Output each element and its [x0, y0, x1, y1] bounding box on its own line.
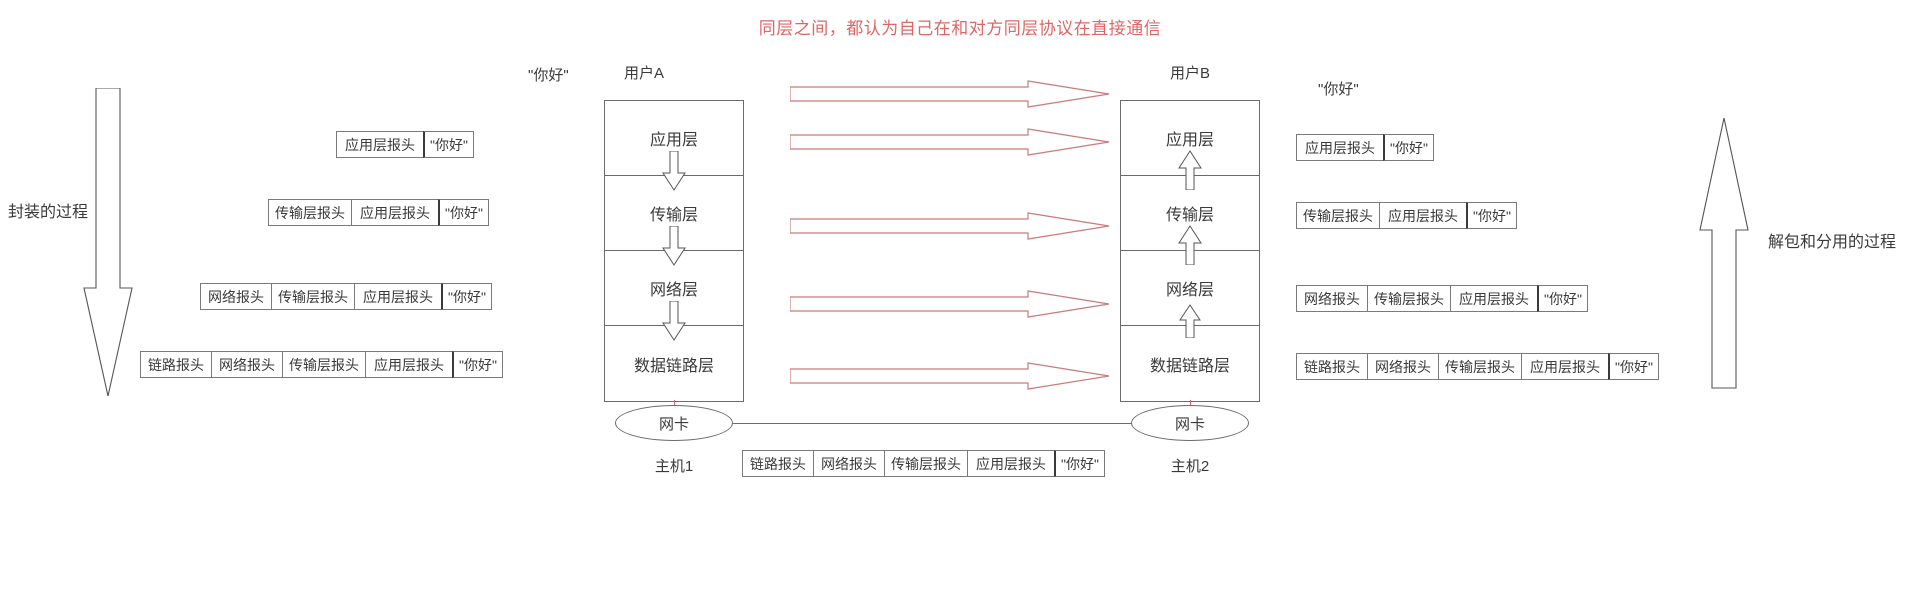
- pdu-cell-transport-header: 传输层报头: [282, 351, 366, 378]
- stack-b-layer-datalink[interactable]: 数据链路层: [1121, 326, 1259, 401]
- pdu-cell-transport-header: 传输层报头: [271, 283, 355, 310]
- layer-label: 应用层: [649, 132, 698, 149]
- pdu-cell-payload: "你好": [452, 351, 503, 378]
- protocol-stack-user-b: 应用层 传输层 网络层 数据链路层: [1120, 100, 1260, 402]
- layer-label: 网络层: [1165, 282, 1214, 299]
- demultiplex-up-arrow: [1694, 117, 1754, 395]
- pdu-cell-transport-header: 传输层报头: [1296, 202, 1380, 229]
- layer-label: 传输层: [1165, 207, 1214, 224]
- pdu-cell-link-header: 链路报头: [140, 351, 212, 378]
- demultiplex-process-label: 解包和分用的过程: [1768, 234, 1897, 251]
- pdu-cell-link-header: 链路报头: [742, 450, 814, 477]
- pdu-cell-app-header: 应用层报头: [1296, 134, 1384, 161]
- protocol-stack-user-a: 应用层 传输层 网络层 数据链路层: [604, 100, 744, 402]
- pdu-cell-transport-header: 传输层报头: [1367, 285, 1451, 312]
- pdu-cell-app-header: 应用层报头: [354, 283, 442, 310]
- peer-arrow-application: [789, 128, 1110, 161]
- pdu-cell-app-header: 应用层报头: [336, 131, 424, 158]
- encapsulation-process-label: 封装的过程: [8, 204, 89, 221]
- pdu-cell-payload: "你好": [1466, 202, 1517, 229]
- stack-b-layer-transport[interactable]: 传输层: [1121, 176, 1259, 266]
- stack-b-layer-application[interactable]: 应用层: [1121, 101, 1259, 191]
- pdu-row-wire-frame: 链路报头 网络报头 传输层报头 应用层报头 "你好": [742, 450, 1105, 477]
- pdu-cell-payload: "你好": [1537, 285, 1588, 312]
- layer-label: 数据链路层: [1149, 357, 1230, 375]
- pdu-row-network-left: 网络报头 传输层报头 应用层报头 "你好": [200, 283, 492, 310]
- down-arrow-icon: [662, 150, 686, 196]
- pdu-row-application-left: 应用层报头 "你好": [336, 131, 474, 158]
- layer-label: 网络层: [649, 282, 698, 299]
- stack-a-layer-datalink[interactable]: 数据链路层: [605, 326, 743, 401]
- stack-b-layer-network[interactable]: 网络层: [1121, 251, 1259, 339]
- stack-a-layer-network[interactable]: 网络层: [605, 251, 743, 341]
- stack-a-layer-transport[interactable]: 传输层: [605, 176, 743, 266]
- peer-arrow-network: [789, 290, 1110, 323]
- pdu-cell-payload: "你好": [1054, 450, 1105, 477]
- up-arrow-icon: [1178, 150, 1202, 195]
- pdu-row-datalink-left: 链路报头 网络报头 传输层报头 应用层报头 "你好": [140, 351, 503, 378]
- host1-label: 主机1: [654, 458, 694, 475]
- pdu-cell-link-header: 链路报头: [1296, 353, 1368, 380]
- up-arrow-icon: [1179, 304, 1201, 343]
- down-arrow-icon: [662, 300, 686, 346]
- pdu-cell-transport-header: 传输层报头: [884, 450, 968, 477]
- stack-a-layer-application[interactable]: 应用层: [605, 101, 743, 191]
- peer-arrow-user-level: [789, 80, 1110, 113]
- pdu-cell-network-header: 网络报头: [200, 283, 272, 310]
- pdu-row-application-right: 应用层报头 "你好": [1296, 134, 1434, 161]
- down-arrow-icon: [662, 225, 686, 271]
- message-label-left: "你好": [528, 67, 569, 84]
- pdu-cell-network-header: 网络报头: [1367, 353, 1439, 380]
- pdu-cell-app-header: 应用层报头: [967, 450, 1055, 477]
- pdu-cell-app-header: 应用层报头: [1379, 202, 1467, 229]
- nic-host2[interactable]: 网卡: [1131, 405, 1249, 441]
- pdu-cell-transport-header: 传输层报头: [268, 199, 352, 226]
- nic-label: 网卡: [1174, 415, 1205, 433]
- pdu-row-transport-right: 传输层报头 应用层报头 "你好": [1296, 202, 1517, 229]
- layer-label: 应用层: [1165, 132, 1214, 149]
- pdu-cell-payload: "你好": [1383, 134, 1434, 161]
- pdu-cell-network-header: 网络报头: [813, 450, 885, 477]
- host2-label: 主机2: [1170, 458, 1210, 475]
- peer-arrow-datalink: [789, 362, 1110, 395]
- user-a-label: 用户A: [623, 65, 664, 82]
- pdu-cell-transport-header: 传输层报头: [1438, 353, 1522, 380]
- nic-label: 网卡: [658, 415, 689, 433]
- pdu-row-datalink-right: 链路报头 网络报头 传输层报头 应用层报头 "你好": [1296, 353, 1659, 380]
- pdu-row-network-right: 网络报头 传输层报头 应用层报头 "你好": [1296, 285, 1588, 312]
- message-label-right: "你好": [1318, 81, 1359, 98]
- user-b-label: 用户B: [1169, 65, 1210, 82]
- physical-link-wire: [733, 423, 1131, 424]
- pdu-cell-app-header: 应用层报头: [351, 199, 439, 226]
- peer-arrow-transport: [789, 212, 1110, 245]
- up-arrow-icon: [1178, 225, 1202, 270]
- encapsulation-down-arrow: [78, 87, 138, 403]
- pdu-cell-app-header: 应用层报头: [365, 351, 453, 378]
- pdu-cell-network-header: 网络报头: [1296, 285, 1368, 312]
- pdu-cell-payload: "你好": [438, 199, 489, 226]
- layer-label: 传输层: [649, 207, 698, 224]
- pdu-row-transport-left: 传输层报头 应用层报头 "你好": [268, 199, 489, 226]
- pdu-cell-app-header: 应用层报头: [1521, 353, 1609, 380]
- nic-host1[interactable]: 网卡: [615, 405, 733, 441]
- layer-label: 数据链路层: [633, 357, 714, 375]
- pdu-cell-network-header: 网络报头: [211, 351, 283, 378]
- pdu-cell-payload: "你好": [441, 283, 492, 310]
- pdu-cell-payload: "你好": [1608, 353, 1659, 380]
- pdu-cell-payload: "你好": [423, 131, 474, 158]
- pdu-cell-app-header: 应用层报头: [1450, 285, 1538, 312]
- page-title: 同层之间，都认为自己在和对方同层协议在直接通信: [758, 19, 1162, 38]
